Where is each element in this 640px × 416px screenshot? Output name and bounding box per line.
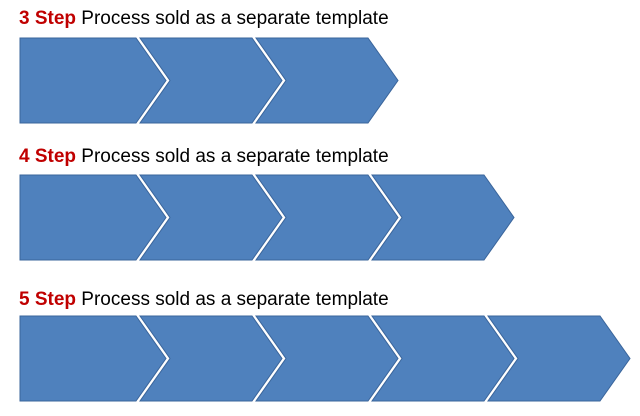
chevron-step-1	[19, 37, 167, 124]
heading-text: Process sold as a separate template	[76, 8, 389, 29]
heading-text: Process sold as a separate template	[76, 289, 389, 310]
chevron-step-1	[19, 174, 167, 261]
step-count-label: 5 Step	[19, 289, 77, 310]
chevron-step-5	[487, 315, 631, 402]
heading-3-step: 3 Step Process sold as a separate templa…	[19, 8, 389, 30]
heading-4-step: 4 Step Process sold as a separate templa…	[19, 146, 389, 168]
chevron-row-3-step	[19, 37, 399, 124]
chevron-step-2	[139, 315, 283, 402]
chevron-row-5-step	[19, 315, 631, 402]
chevron-step-2	[139, 174, 283, 261]
heading-text: Process sold as a separate template	[76, 146, 389, 167]
step-count-label: 4 Step	[19, 146, 77, 167]
heading-5-step: 5 Step Process sold as a separate templa…	[19, 289, 389, 311]
chevron-step-1	[19, 315, 167, 402]
chevron-step-3	[255, 315, 399, 402]
chevron-step-3	[255, 37, 399, 124]
chevron-step-4	[371, 174, 515, 261]
chevron-step-2	[139, 37, 283, 124]
step-count-label: 3 Step	[19, 8, 77, 29]
chevron-step-3	[255, 174, 399, 261]
chevron-step-4	[371, 315, 515, 402]
chevron-row-4-step	[19, 174, 515, 261]
